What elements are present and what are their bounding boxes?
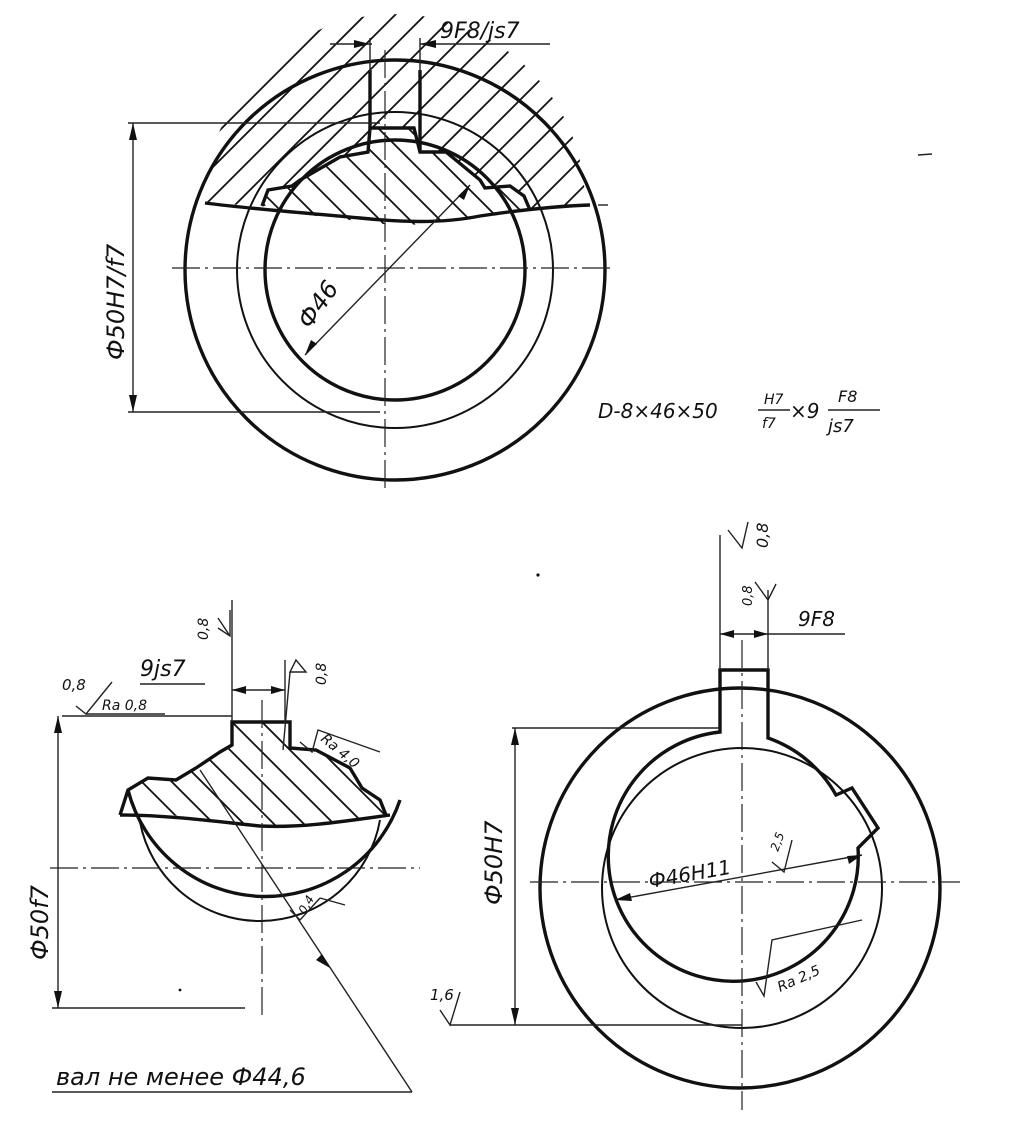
hub-outer-circle-bottom <box>538 686 942 1090</box>
svg-text:0,8: 0,8 <box>62 676 86 694</box>
shaft-view: 9js7 Ф50f7 0,8 Ra 0,8 0,8 0,8 Ra 4,0 <box>26 600 420 1093</box>
top-assembly-view: 9F8/js7 Ф50H7/f7 Ф46 D-8×46×50 H7 f7 ×9 … <box>102 14 880 488</box>
shaft-break-line <box>119 813 391 829</box>
svg-text:Ra 4,0: Ra 4,0 <box>317 731 362 772</box>
hub-roughness-top: 0,8 <box>727 521 772 550</box>
shaft-width-dimension: 9js7 <box>140 657 186 682</box>
roughness-mark-right: 0,8 <box>282 658 330 751</box>
svg-text:0,8: 0,8 <box>196 618 212 640</box>
svg-text:H7: H7 <box>764 392 784 408</box>
hub-width-dimension: 9F8 <box>798 607 835 631</box>
roughness-mark-top: 0,8 <box>196 610 231 640</box>
top-width-dimension: 9F8/js7 <box>440 19 520 44</box>
hub-roughness-ra: Ra 2,5 <box>755 919 863 999</box>
svg-text:F8: F8 <box>838 387 857 406</box>
svg-text:D-8×46×50: D-8×46×50 <box>598 399 718 423</box>
svg-text:0,8: 0,8 <box>753 523 772 548</box>
shaft-note: вал не менее Ф44,6 <box>56 1063 306 1091</box>
roughness-ra-side: Ra 4,0 <box>299 729 381 772</box>
top-outer-diameter-dimension: Ф50H7/f7 <box>102 243 130 360</box>
svg-text:f7: f7 <box>762 416 776 432</box>
svg-text:0,4: 0,4 <box>295 893 317 917</box>
hub-inner-diameter-dimension: Ф46H11 <box>647 855 733 893</box>
svg-text:1,6: 1,6 <box>430 986 454 1004</box>
hub-outer-diameter-dimension: Ф50H7 <box>480 820 508 905</box>
spline-designation: D-8×46×50 H7 f7 ×9 F8 js7 <box>598 387 880 437</box>
svg-text:×9: ×9 <box>790 399 819 423</box>
hub-roughness-side: 0,8 <box>741 581 777 606</box>
top-inner-diameter-dimension: Ф46 <box>292 275 344 333</box>
hub-roughness-inner: 2,5 <box>768 830 793 874</box>
hub-bore-profile <box>606 668 881 983</box>
svg-text:js7: js7 <box>825 416 854 437</box>
hub-view: 9F8 0,8 0,8 Ф50H7 Ф46H11 2,5 Ra 2,5 <box>430 521 960 1110</box>
svg-text:Ra 2,5: Ra 2,5 <box>775 963 823 996</box>
svg-text:0,8: 0,8 <box>314 663 330 685</box>
roughness-mark-left: 0,8 Ra 0,8 <box>62 676 165 715</box>
svg-text:2,5: 2,5 <box>768 830 788 853</box>
hub-roughness-bottom: 1,6 <box>430 986 505 1027</box>
hub-inner-ring <box>236 111 554 429</box>
shaft-inner-ring <box>139 819 381 922</box>
shaft-diameter-dimension: Ф50f7 <box>26 884 54 960</box>
svg-text:0,8: 0,8 <box>741 585 756 606</box>
spline-profile <box>260 126 532 211</box>
hub-outer-circle <box>183 58 607 482</box>
section-break-line <box>204 201 591 224</box>
roughness-inner: 0,4 <box>289 893 346 922</box>
shaft-inner-circle <box>263 138 527 402</box>
svg-text:Ra 0,8: Ra 0,8 <box>102 698 147 714</box>
